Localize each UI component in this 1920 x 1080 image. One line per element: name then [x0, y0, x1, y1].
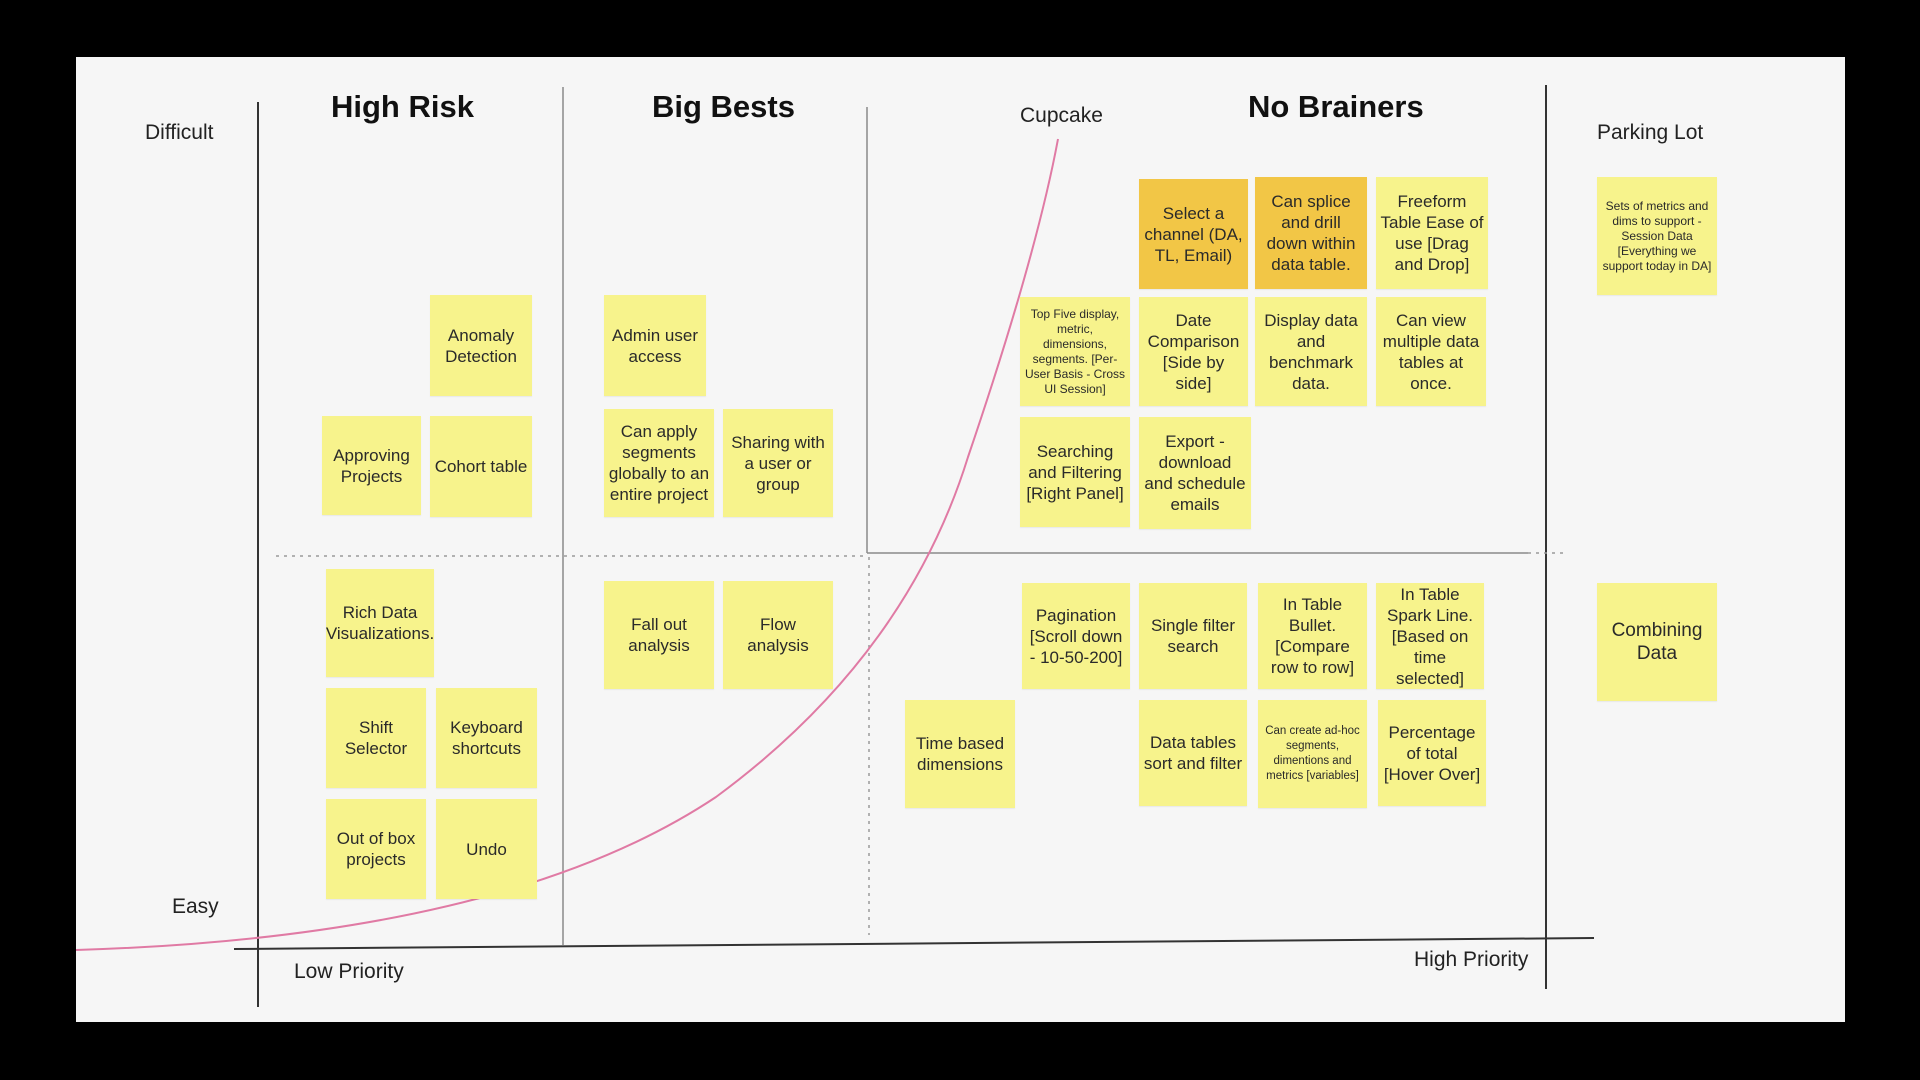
high-priority-label: High Priority	[1414, 948, 1529, 971]
header-no-brainers: No Brainers	[1248, 89, 1424, 124]
note-fall-out-analysis[interactable]: Fall out analysis	[604, 581, 714, 689]
note-display-benchmark[interactable]: Display data and benchmark data.	[1255, 297, 1367, 406]
low-priority-label: Low Priority	[294, 960, 404, 983]
note-top-five-display[interactable]: Top Five display, metric, dimensions, se…	[1020, 297, 1130, 406]
header-big-bets: Big Bests	[652, 89, 795, 124]
note-sharing[interactable]: Sharing with a user or group	[723, 409, 833, 517]
note-apply-segments[interactable]: Can apply segments globally to an entire…	[604, 409, 714, 517]
board-lines	[76, 85, 1595, 1007]
note-shift-selector[interactable]: Shift Selector	[326, 688, 426, 788]
cupcake-label: Cupcake	[1020, 104, 1103, 127]
note-time-based-dimensions[interactable]: Time based dimensions	[905, 700, 1015, 808]
note-combining-data[interactable]: Combining Data	[1597, 583, 1717, 701]
prioritization-board: Difficult Easy Low Priority High Priorit…	[76, 57, 1845, 1022]
note-single-filter-search[interactable]: Single filter search	[1139, 583, 1247, 689]
note-undo[interactable]: Undo	[436, 799, 537, 899]
note-spark-line[interactable]: In Table Spark Line.[Based on time selec…	[1376, 583, 1484, 689]
note-pagination[interactable]: Pagination [Scroll down - 10-50-200]	[1022, 583, 1130, 689]
difficult-label: Difficult	[145, 121, 214, 144]
note-keyboard-shortcuts[interactable]: Keyboard shortcuts	[436, 688, 537, 788]
note-cohort-table[interactable]: Cohort table	[430, 416, 532, 517]
easy-label: Easy	[172, 895, 219, 918]
note-freeform-table[interactable]: Freeform Table Ease of use [Drag and Dro…	[1376, 177, 1488, 289]
note-sets-of-metrics[interactable]: Sets of metrics and dims to support - Se…	[1597, 177, 1717, 295]
note-date-comparison[interactable]: Date Comparison [Side by side]	[1139, 297, 1248, 406]
note-splice-drill[interactable]: Can splice and drill down within data ta…	[1255, 177, 1367, 289]
note-rich-data-visualizations[interactable]: Rich Data Visualizations.	[326, 569, 434, 677]
note-admin-user-access[interactable]: Admin user access	[604, 295, 706, 396]
cupcake-curve	[76, 138, 1059, 951]
note-approving-projects[interactable]: Approving Projects	[322, 416, 421, 515]
note-export[interactable]: Export - download and schedule emails	[1139, 417, 1251, 529]
note-select-channel[interactable]: Select a channel (DA, TL, Email)	[1139, 179, 1248, 289]
note-out-of-box-projects[interactable]: Out of box projects	[326, 799, 426, 899]
note-anomaly-detection[interactable]: Anomaly Detection	[430, 295, 532, 396]
note-table-bullet[interactable]: In Table Bullet. [Compare row to row]	[1258, 583, 1367, 689]
x-axis-line	[233, 937, 1595, 950]
note-sort-filter[interactable]: Data tables sort and filter	[1139, 700, 1247, 806]
header-high-risk: High Risk	[331, 89, 474, 124]
note-multiple-tables[interactable]: Can view multiple data tables at once.	[1376, 297, 1486, 406]
note-adhoc-segments[interactable]: Can create ad-hoc segments, dimentions a…	[1258, 700, 1367, 808]
note-percentage-total[interactable]: Percentage of total [Hover Over]	[1378, 700, 1486, 806]
note-searching-filtering[interactable]: Searching and Filtering [Right Panel]	[1020, 417, 1130, 527]
parking-lot-label: Parking Lot	[1597, 121, 1704, 144]
note-flow-analysis[interactable]: Flow analysis	[723, 581, 833, 689]
